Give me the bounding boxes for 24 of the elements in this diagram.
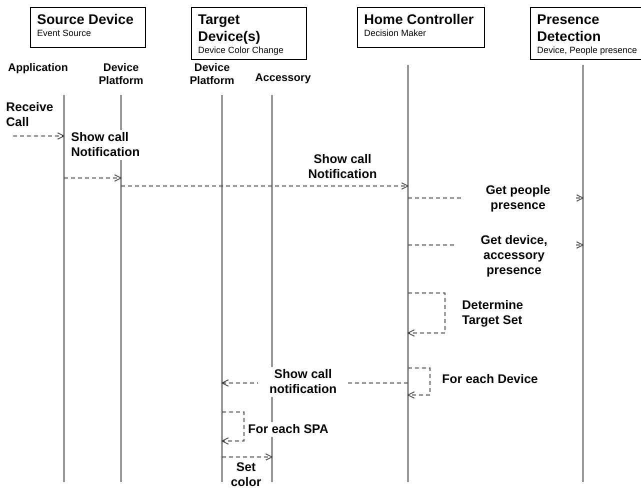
self-message-arrow [222,412,244,445]
header-subtitle: Event Source [37,28,92,39]
header-subtitle: Decision Maker [364,28,428,39]
header-subtitle: Device, People presence [537,45,638,56]
message-arrow [12,132,64,140]
lifeline-label: Application [7,62,69,75]
header-title: Presence Detection [537,11,602,45]
message-arrow [120,182,408,190]
header-title: Source Device [37,11,134,28]
edge-label: Get device, accessory presence [455,233,573,278]
header-title: Target Device(s) [198,11,262,45]
message-arrow [222,453,272,461]
lifeline-label: Accessory [254,72,312,85]
edge-label: Show call Notification [71,130,141,160]
header-title: Home Controller [364,11,475,28]
edge-label: For each SPA [248,422,328,437]
edge-label: Get people presence [463,183,573,213]
edge-label: Show call notification [258,367,348,397]
self-message-arrow [408,368,430,399]
header-subtitle: Device Color Change [198,45,285,56]
message-arrow [64,174,122,182]
lifeline-label: Device Platform [188,62,236,88]
self-message-arrow [408,292,446,337]
lifeline-label: Device Platform [98,62,144,88]
